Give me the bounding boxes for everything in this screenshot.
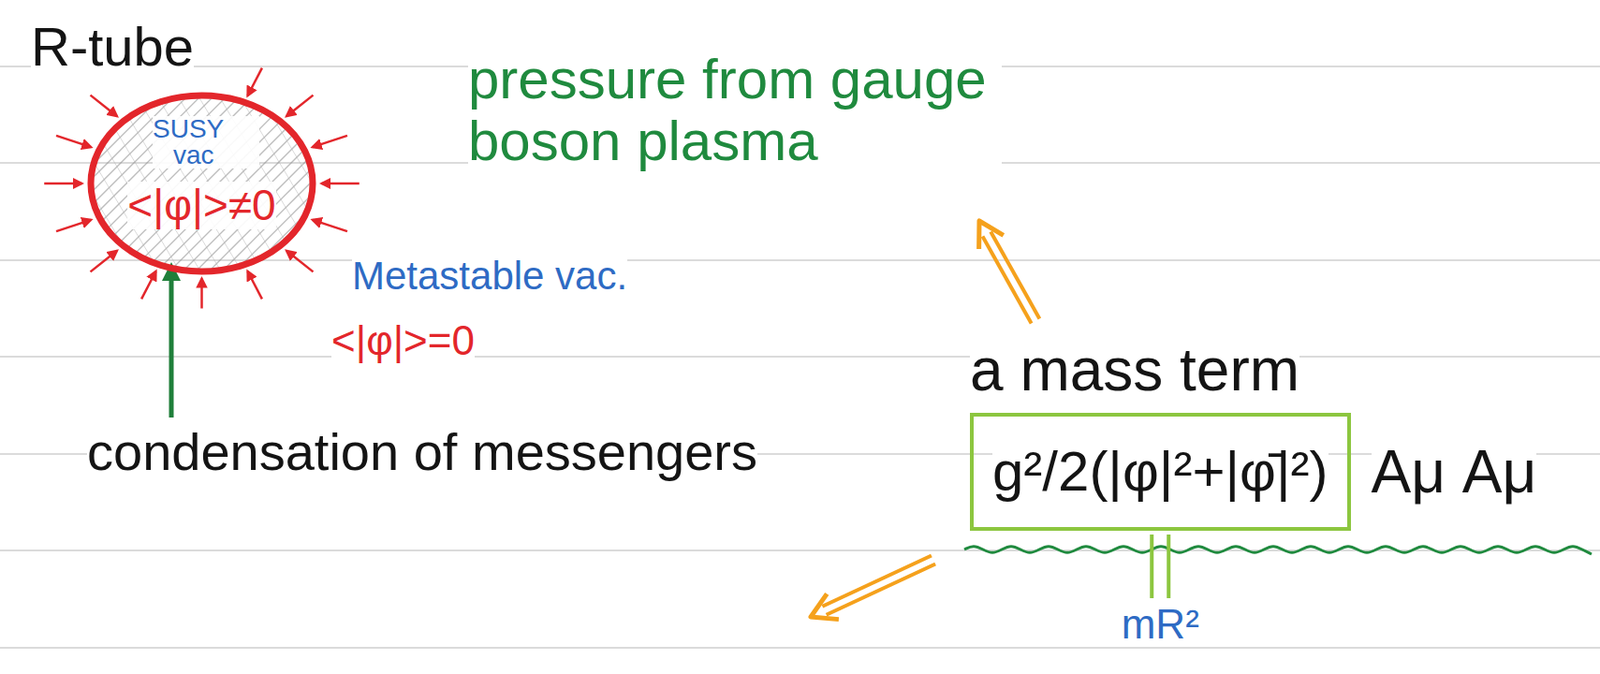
hatch-line [0,91,114,279]
pressure-arrow [247,271,262,300]
arrow-head [810,593,839,619]
pressure-arrows [44,68,360,309]
gauge-field-factor: Aμ Aμ [1371,439,1538,505]
condensation-note: condensation of messengers [87,423,758,482]
hatch-line [279,91,468,279]
pressure-arrow [90,250,118,273]
arrow-shaft [822,555,931,606]
region-heading: R-tube [30,16,194,77]
hatch-line [0,91,88,279]
hatch-line [360,91,473,279]
text-holder: SUSY vac [152,116,260,169]
arrow-shaft [982,235,1031,323]
pressure-arrow [56,135,91,147]
hatch-line [0,91,140,279]
pressure-note: pressure from gauge boson plasma [468,48,1002,173]
mass-term-box: g²/2(|φ|²+|φ̄|²) [969,412,1351,531]
pressure-arrow [321,182,359,186]
implication-arrow-down [810,555,936,619]
mass-symbol: mR² [1121,601,1200,647]
pressure-arrow [200,278,204,309]
text-holder: R-tube [30,16,194,77]
pressure-arrow [141,271,156,300]
identity-leader [1149,534,1154,599]
vev-formula: <|φ|>=0 [331,318,475,364]
label-holder: Aμ Aμ [1371,439,1538,505]
ruled-line [0,259,1600,262]
hatch-line [0,91,101,279]
hatch-line [306,91,494,279]
arrow-shaft [990,232,1040,320]
hatch-line [293,91,481,279]
r-tube-region: R-tubeSUSY vac<|φ|>≠0 [87,91,317,276]
pressure-arrow [56,220,91,232]
identity-leader [1166,534,1171,599]
arrow-head [979,220,1004,250]
vacuum-label: Metastable vac. [352,254,628,298]
label-holder: condensation of messengers [87,423,758,482]
hatch-line [278,91,391,279]
label-holder: a mass term [969,338,1300,402]
mass-term-heading: a mass term [969,338,1300,402]
condensation-arrow [169,265,175,418]
hatch-line [266,91,455,279]
pressure-arrow [247,68,262,97]
implication-arrow-up [979,220,1041,323]
arrow-shaft [826,564,936,616]
ruled-line [0,646,1600,649]
label-holder: mR² [1121,601,1200,647]
pressure-arrow [286,95,313,118]
hatch-line [339,91,453,279]
pressure-arrow [90,95,118,118]
condensate-formula: <|φ|>≠0 [127,181,276,230]
hatch-line [319,91,432,279]
label-holder: <|φ|>=0 [331,318,475,364]
pressure-arrow [286,250,313,273]
label-holder: Metastable vac. [352,254,628,298]
mass-formula: g²/2(|φ|²+|φ̄|²) [992,440,1329,503]
wavy-underline [964,546,1592,555]
pressure-arrow [312,220,348,232]
vacuum-label: SUSY vac [152,116,260,169]
ruled-line [0,355,1600,358]
pressure-arrow [44,182,82,186]
text-holder: g²/2(|φ|²+|φ̄|²) [992,440,1329,503]
text-holder: <|φ|>≠0 [87,181,317,230]
tube-wall [90,95,313,272]
label-holder: pressure from gauge boson plasma [468,48,1002,173]
pressure-arrow [312,135,348,147]
